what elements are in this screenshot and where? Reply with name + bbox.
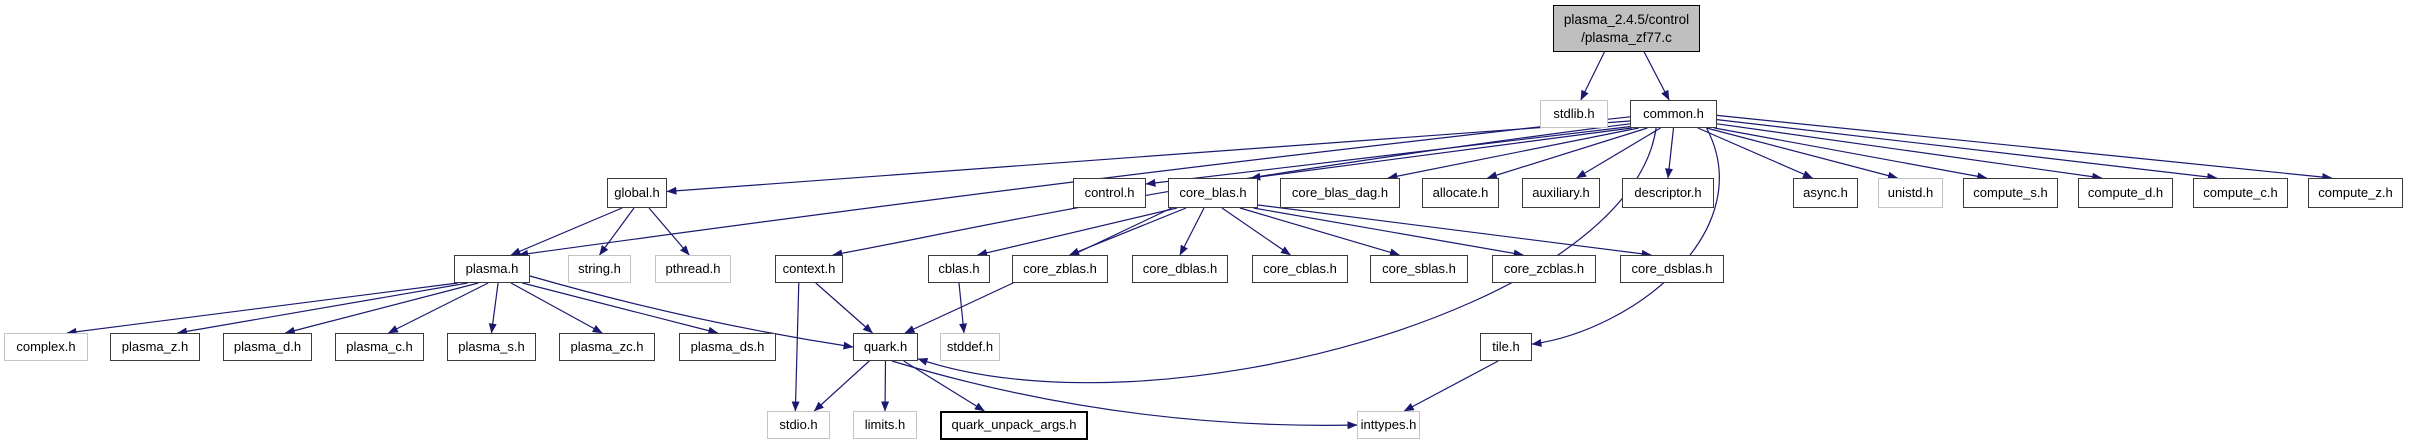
edge-core_blas-to-core_zblas (1069, 207, 1187, 256)
graph-node-auxiliary[interactable]: auxiliary.h (1522, 178, 1600, 208)
graph-node-control[interactable]: control.h (1073, 178, 1146, 208)
edge-context-to-stdio (791, 282, 800, 412)
edge-global-to-pthread (648, 207, 690, 256)
graph-node-core_dsblas[interactable]: core_dsblas.h (1620, 255, 1724, 283)
edge-global-to-string (599, 207, 635, 256)
graph-node-core_cblas[interactable]: core_cblas.h (1252, 255, 1348, 283)
edge-core_blas-to-core_cblas (1221, 207, 1291, 256)
edge-common-to-descriptor (1665, 127, 1675, 179)
edge-common-to-unistd (1706, 127, 1898, 180)
edge-global-to-plasma (510, 207, 623, 256)
edge-common-to-core_blas_dag (1387, 127, 1639, 181)
graph-node-descriptor[interactable]: descriptor.h (1622, 178, 1714, 208)
graph-node-compute_z[interactable]: compute_z.h (2308, 178, 2403, 208)
graph-node-core_zcblas[interactable]: core_zcblas.h (1492, 255, 1596, 283)
graph-node-complex[interactable]: complex.h (4, 333, 88, 361)
edge-plasma-to-plasma_zc (510, 282, 603, 334)
graph-node-limits[interactable]: limits.h (853, 411, 917, 439)
edge-quark-to-inttypes (891, 360, 1358, 430)
edge-common-to-async (1697, 127, 1813, 179)
graph-node-common[interactable]: common.h (1630, 100, 1717, 128)
graph-node-core_blas[interactable]: core_blas.h (1168, 178, 1258, 208)
edge-quark-to-stdio (813, 360, 870, 412)
graph-node-stdio[interactable]: stdio.h (767, 411, 830, 439)
edge-plasma-to-plasma_s (488, 282, 499, 334)
edge-quark-to-limits (881, 360, 890, 412)
edge-common-to-tile (1531, 127, 1720, 347)
edge-plasma-to-plasma_ds (522, 282, 719, 335)
edge-plasma-to-plasma_z (177, 282, 468, 336)
edge-common-to-compute_c (1716, 119, 2218, 181)
edge-common-to-auxiliary (1576, 127, 1661, 179)
edge-core_blas-to-cblas (977, 207, 1178, 257)
graph-node-quark[interactable]: quark.h (853, 333, 918, 361)
graph-node-tile[interactable]: tile.h (1480, 333, 1532, 361)
edge-plasma-to-plasma_c (387, 282, 489, 334)
edge-plasma-to-quark (529, 275, 854, 350)
graph-node-compute_s[interactable]: compute_s.h (1963, 178, 2058, 208)
edge-common-to-compute_d (1716, 123, 2103, 181)
graph-node-string[interactable]: string.h (568, 255, 631, 283)
edge-zf77-to-common (1643, 51, 1670, 101)
edge-plasma-to-complex (66, 282, 458, 336)
graph-node-allocate[interactable]: allocate.h (1422, 178, 1499, 208)
graph-node-unistd[interactable]: unistd.h (1878, 178, 1943, 208)
graph-node-pthread[interactable]: pthread.h (655, 255, 731, 283)
graph-node-stdlib[interactable]: stdlib.h (1540, 100, 1608, 128)
edge-common-to-control (1145, 126, 1631, 187)
edge-common-to-compute_s (1714, 127, 1988, 181)
graph-node-plasma_ds[interactable]: plasma_ds.h (679, 333, 776, 361)
edge-zf77-to-stdlib (1580, 51, 1605, 101)
graph-node-stddef[interactable]: stddef.h (940, 333, 1000, 361)
graph-node-global[interactable]: global.h (607, 178, 667, 208)
graph-node-core_blas_dag[interactable]: core_blas_dag.h (1280, 178, 1400, 208)
graph-node-compute_c[interactable]: compute_c.h (2193, 178, 2288, 208)
edge-plasma-to-plasma_d (284, 282, 479, 335)
edge-core_blas-to-core_sblas (1239, 207, 1400, 257)
graph-node-core_sblas[interactable]: core_sblas.h (1370, 255, 1468, 283)
edge-tile-to-inttypes (1403, 360, 1499, 412)
edge-common-to-allocate (1486, 127, 1648, 179)
graph-node-plasma_s[interactable]: plasma_s.h (447, 333, 536, 361)
graph-node-core_zblas[interactable]: core_zblas.h (1012, 255, 1108, 283)
graph-node-context[interactable]: context.h (775, 255, 843, 283)
graph-node-plasma_d[interactable]: plasma_d.h (223, 333, 312, 361)
edge-common-to-plasma (518, 116, 1631, 258)
graph-node-inttypes[interactable]: inttypes.h (1357, 411, 1420, 439)
edge-core_blas-to-core_zcblas (1253, 207, 1524, 258)
edge-common-to-compute_z (1716, 114, 2333, 182)
graph-node-zf77[interactable]: plasma_2.4.5/control /plasma_zf77.c (1553, 5, 1700, 52)
graph-node-compute_d[interactable]: compute_d.h (2078, 178, 2173, 208)
graph-node-plasma_z[interactable]: plasma_z.h (110, 333, 200, 361)
edge-quark-to-quark_unpack (903, 360, 985, 412)
edge-core_blas-to-core_dsblas (1257, 204, 1652, 258)
edge-core_blas-to-core_dblas (1179, 207, 1205, 256)
edge-context-to-quark (815, 282, 873, 334)
graph-node-plasma_zc[interactable]: plasma_zc.h (559, 333, 655, 361)
graph-node-cblas[interactable]: cblas.h (928, 255, 990, 283)
graph-node-async[interactable]: async.h (1793, 178, 1858, 208)
edge-cblas-to-stddef (958, 282, 968, 334)
graph-node-quark_unpack[interactable]: quark_unpack_args.h (940, 411, 1088, 440)
edge-common-to-core_blas (1250, 127, 1632, 181)
edge-common-to-quark (917, 127, 1657, 384)
graph-node-core_dblas[interactable]: core_dblas.h (1132, 255, 1228, 283)
graph-node-plasma[interactable]: plasma.h (454, 255, 530, 283)
graph-node-plasma_c[interactable]: plasma_c.h (335, 333, 424, 361)
